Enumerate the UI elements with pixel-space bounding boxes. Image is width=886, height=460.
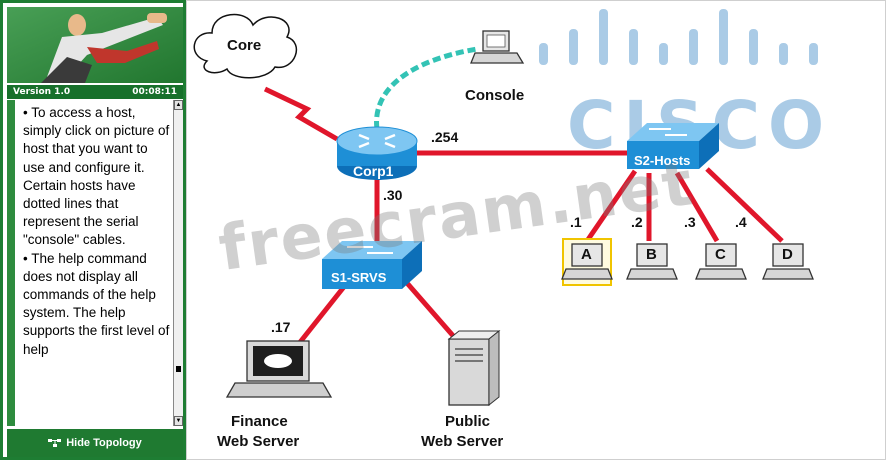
scroll-down-arrow-icon[interactable]: ▼ [174, 416, 183, 426]
finance-web-server[interactable] [227, 339, 331, 399]
host-b-pc-icon [626, 243, 678, 280]
instructions-pane: • To access a host, simply click on pict… [7, 100, 173, 426]
topology-canvas: CISCO [186, 0, 886, 460]
scroll-thumb[interactable] [176, 366, 181, 372]
s1-srvs-switch-label: S1-SRVS [331, 270, 387, 285]
core-cloud-icon [193, 13, 298, 79]
instruction-2: • The help command does not display all … [23, 250, 170, 357]
console-label: Console [465, 87, 525, 104]
host-c-pc-icon [695, 243, 747, 280]
finance-server-label-1: Finance [231, 413, 288, 430]
ip-host-c: .3 [684, 214, 696, 230]
ip-finance: .17 [271, 319, 291, 335]
host-a-pc-icon [561, 238, 613, 286]
public-server-label-2: Web Server [421, 433, 504, 450]
finance-web-server-icon [225, 340, 333, 398]
corp1-router-icon [336, 126, 418, 180]
topology-diagram [193, 13, 814, 407]
banner-image [7, 7, 183, 83]
instructions-scrollbar[interactable]: ▲ ▼ [173, 100, 183, 426]
corp1-router-label: Corp1 [353, 163, 394, 179]
core-cloud-label: Core [227, 37, 262, 54]
ip-host-d: .4 [735, 214, 747, 230]
s1-srvs-switch-icon [322, 241, 422, 289]
cisco-logo-icon [539, 9, 818, 65]
link-s2-host-c [674, 171, 720, 243]
hide-topology-label: Hide Topology [66, 437, 142, 449]
host-d-pc-icon [762, 243, 814, 280]
corp1-router[interactable] [337, 127, 417, 181]
console-pc[interactable] [471, 29, 525, 65]
instruction-1: • To access a host, simply click on pict… [23, 105, 170, 248]
banner-illustration [7, 7, 183, 83]
s2-hosts-switch-icon [627, 123, 719, 169]
link-s2-host-a [584, 169, 638, 243]
topology-icon [48, 439, 62, 447]
link-s2-host-d [705, 167, 784, 243]
host-b[interactable]: B [646, 246, 657, 263]
scroll-up-arrow-icon[interactable]: ▲ [174, 100, 183, 110]
finance-server-label-2: Web Server [217, 433, 300, 450]
s1-srvs-switch[interactable] [322, 241, 422, 289]
ip-host-a: .1 [570, 214, 582, 230]
serial-link-core [263, 86, 339, 142]
version-label: Version 1.0 [13, 87, 71, 97]
public-web-server[interactable] [447, 329, 501, 407]
host-c[interactable]: C [715, 246, 726, 263]
s2-hosts-switch[interactable] [627, 123, 719, 169]
public-server-label-1: Public [445, 413, 491, 430]
s2-hosts-switch-label: S2-Hosts [634, 153, 691, 168]
link-s1-finance [295, 281, 349, 348]
version-bar: Version 1.0 00:08:11 [7, 85, 183, 99]
host-d[interactable]: D [782, 246, 793, 263]
timer: 00:08:11 [132, 87, 177, 97]
ip-host-b: .2 [631, 214, 643, 230]
ip-router-s2: .254 [431, 129, 459, 145]
left-panel: Version 1.0 00:08:11 • To access a host,… [0, 0, 186, 460]
ip-router-s1: .30 [383, 187, 403, 203]
host-a[interactable]: A [581, 246, 592, 263]
hide-topology-button[interactable]: Hide Topology [7, 429, 183, 457]
public-web-server-icon [447, 329, 501, 407]
console-pc-icon [470, 30, 525, 64]
console-link [374, 46, 478, 130]
